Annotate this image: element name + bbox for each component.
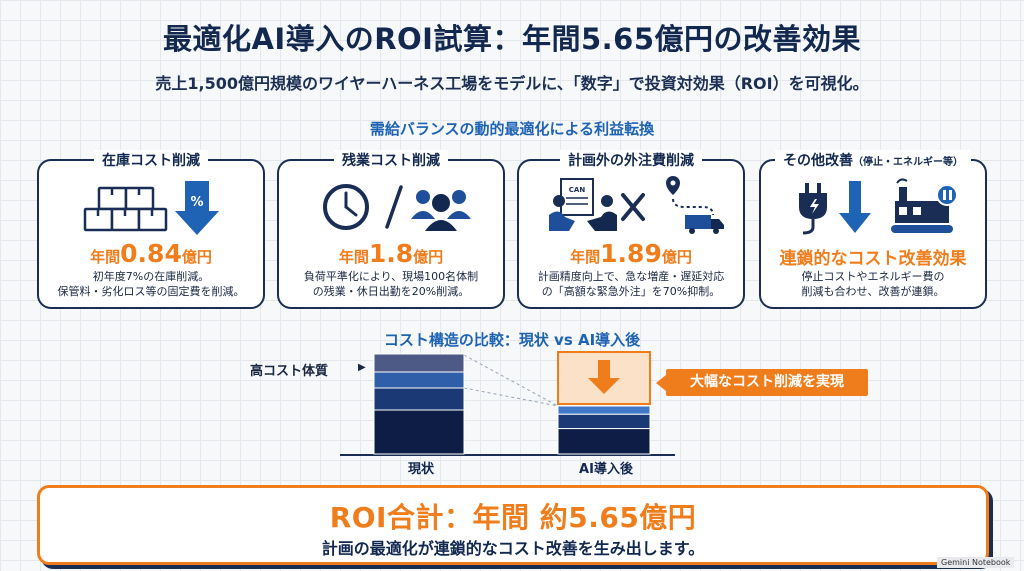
reduction-callout: 大幅なコスト削減を実現 (666, 369, 868, 396)
card-description: 初年度7%の在庫削減。 保管料・劣化ロス等の固定費を削減。 (57, 270, 245, 298)
bar-label-current: 現状 (407, 462, 434, 477)
clock-icon (323, 184, 369, 230)
card-value: 年間0.84億円 (90, 239, 212, 268)
card-title: 残業コスト削減 (334, 150, 448, 170)
page-title: 最適化AI導入のROI試算：年間5.65億円の改善効果 (162, 22, 862, 56)
card-description: 負荷平準化により、現場100名体制 の残業・休日出勤を20%削減。 (303, 270, 479, 298)
down-arrow-icon (839, 181, 871, 233)
slash-icon (385, 185, 403, 229)
bar-segment (373, 387, 465, 411)
svg-text:CAN: CAN (569, 186, 586, 194)
percent-down-arrow-icon: % (175, 181, 219, 235)
boxes-icon (83, 186, 168, 232)
roi-tagline: 計画の最適化が連鎖的なコスト改善を生み出します。 (321, 539, 705, 558)
section-title-balance: 需給バランスの動的最適化による利益転換 (369, 120, 655, 138)
roi-total: ROI合計：年間 約5.65億円 (329, 501, 697, 534)
roi-summary-box: ROI合計：年間 約5.65億円 計画の最適化が連鎖的なコスト改善を生み出します… (37, 485, 989, 565)
svg-text:%: % (190, 195, 203, 210)
card-outsourcing-cost: 計画外の外注費削減 CAN (517, 150, 745, 309)
cross-icon (621, 193, 645, 221)
pointer-arrow-icon: ▶ (358, 362, 366, 373)
card-icons (279, 175, 503, 237)
card-icons: % (39, 175, 263, 237)
card-title: 計画外の外注費削減 (560, 150, 702, 170)
card-icons (761, 175, 985, 237)
card-description: 計画精度向上で、急な増産・遅延対応 の「高額な緊急外注」を70%抑制。 (537, 270, 725, 298)
card-inventory-cost: 在庫コスト削減 % 年間0.84億円 初年度7%の在庫削減。 (37, 150, 265, 309)
reduction-down-arrow-icon (588, 360, 620, 394)
card-icons: CAN (519, 175, 743, 237)
cost-comparison-chart (340, 351, 675, 456)
delivery-truck-icon (666, 176, 724, 234)
bar-label-after-ai: AI導入後 (579, 462, 633, 477)
high-cost-label: 高コスト体質 (250, 364, 329, 379)
card-value: 年間1.8億円 (338, 239, 444, 268)
card-overtime-cost: 残業コスト削減 年間1.8億円 負荷平準化により、現場100名体制 の残業・休日… (277, 150, 505, 309)
card-title: 在庫コスト削減 (94, 150, 208, 170)
section-title-comparison: コスト構造の比較：現状 vs AI導入後 (383, 331, 641, 349)
handshake-document-icon: CAN (549, 178, 617, 231)
power-plug-icon (799, 183, 827, 235)
card-value: 連鎖的なコスト改善効果 (779, 249, 967, 269)
factory-pause-icon (891, 178, 958, 233)
callout-pointer (656, 375, 666, 391)
card-description: 停止コストやエネルギー費の 削減も合わせ、改善が連鎖。 (801, 270, 945, 298)
brand-watermark: Gemini Notebook (937, 557, 1015, 568)
bar-segment (557, 413, 651, 430)
page-subtitle: 売上1,500億円規模のワイヤーハーネス工場をモデルに、「数字」で投資対効果（R… (155, 74, 869, 93)
card-value: 年間1.89億円 (570, 239, 692, 268)
bar-segment (373, 371, 465, 389)
team-icon (411, 190, 471, 231)
bar-segment (557, 428, 651, 455)
bar-segment (373, 353, 465, 373)
bar-segment (557, 405, 651, 415)
card-title: その他改善（停止・エネルギー等） (775, 150, 971, 170)
card-other-improvements: その他改善（停止・エネルギー等） (759, 150, 987, 309)
bar-segment (373, 409, 465, 455)
